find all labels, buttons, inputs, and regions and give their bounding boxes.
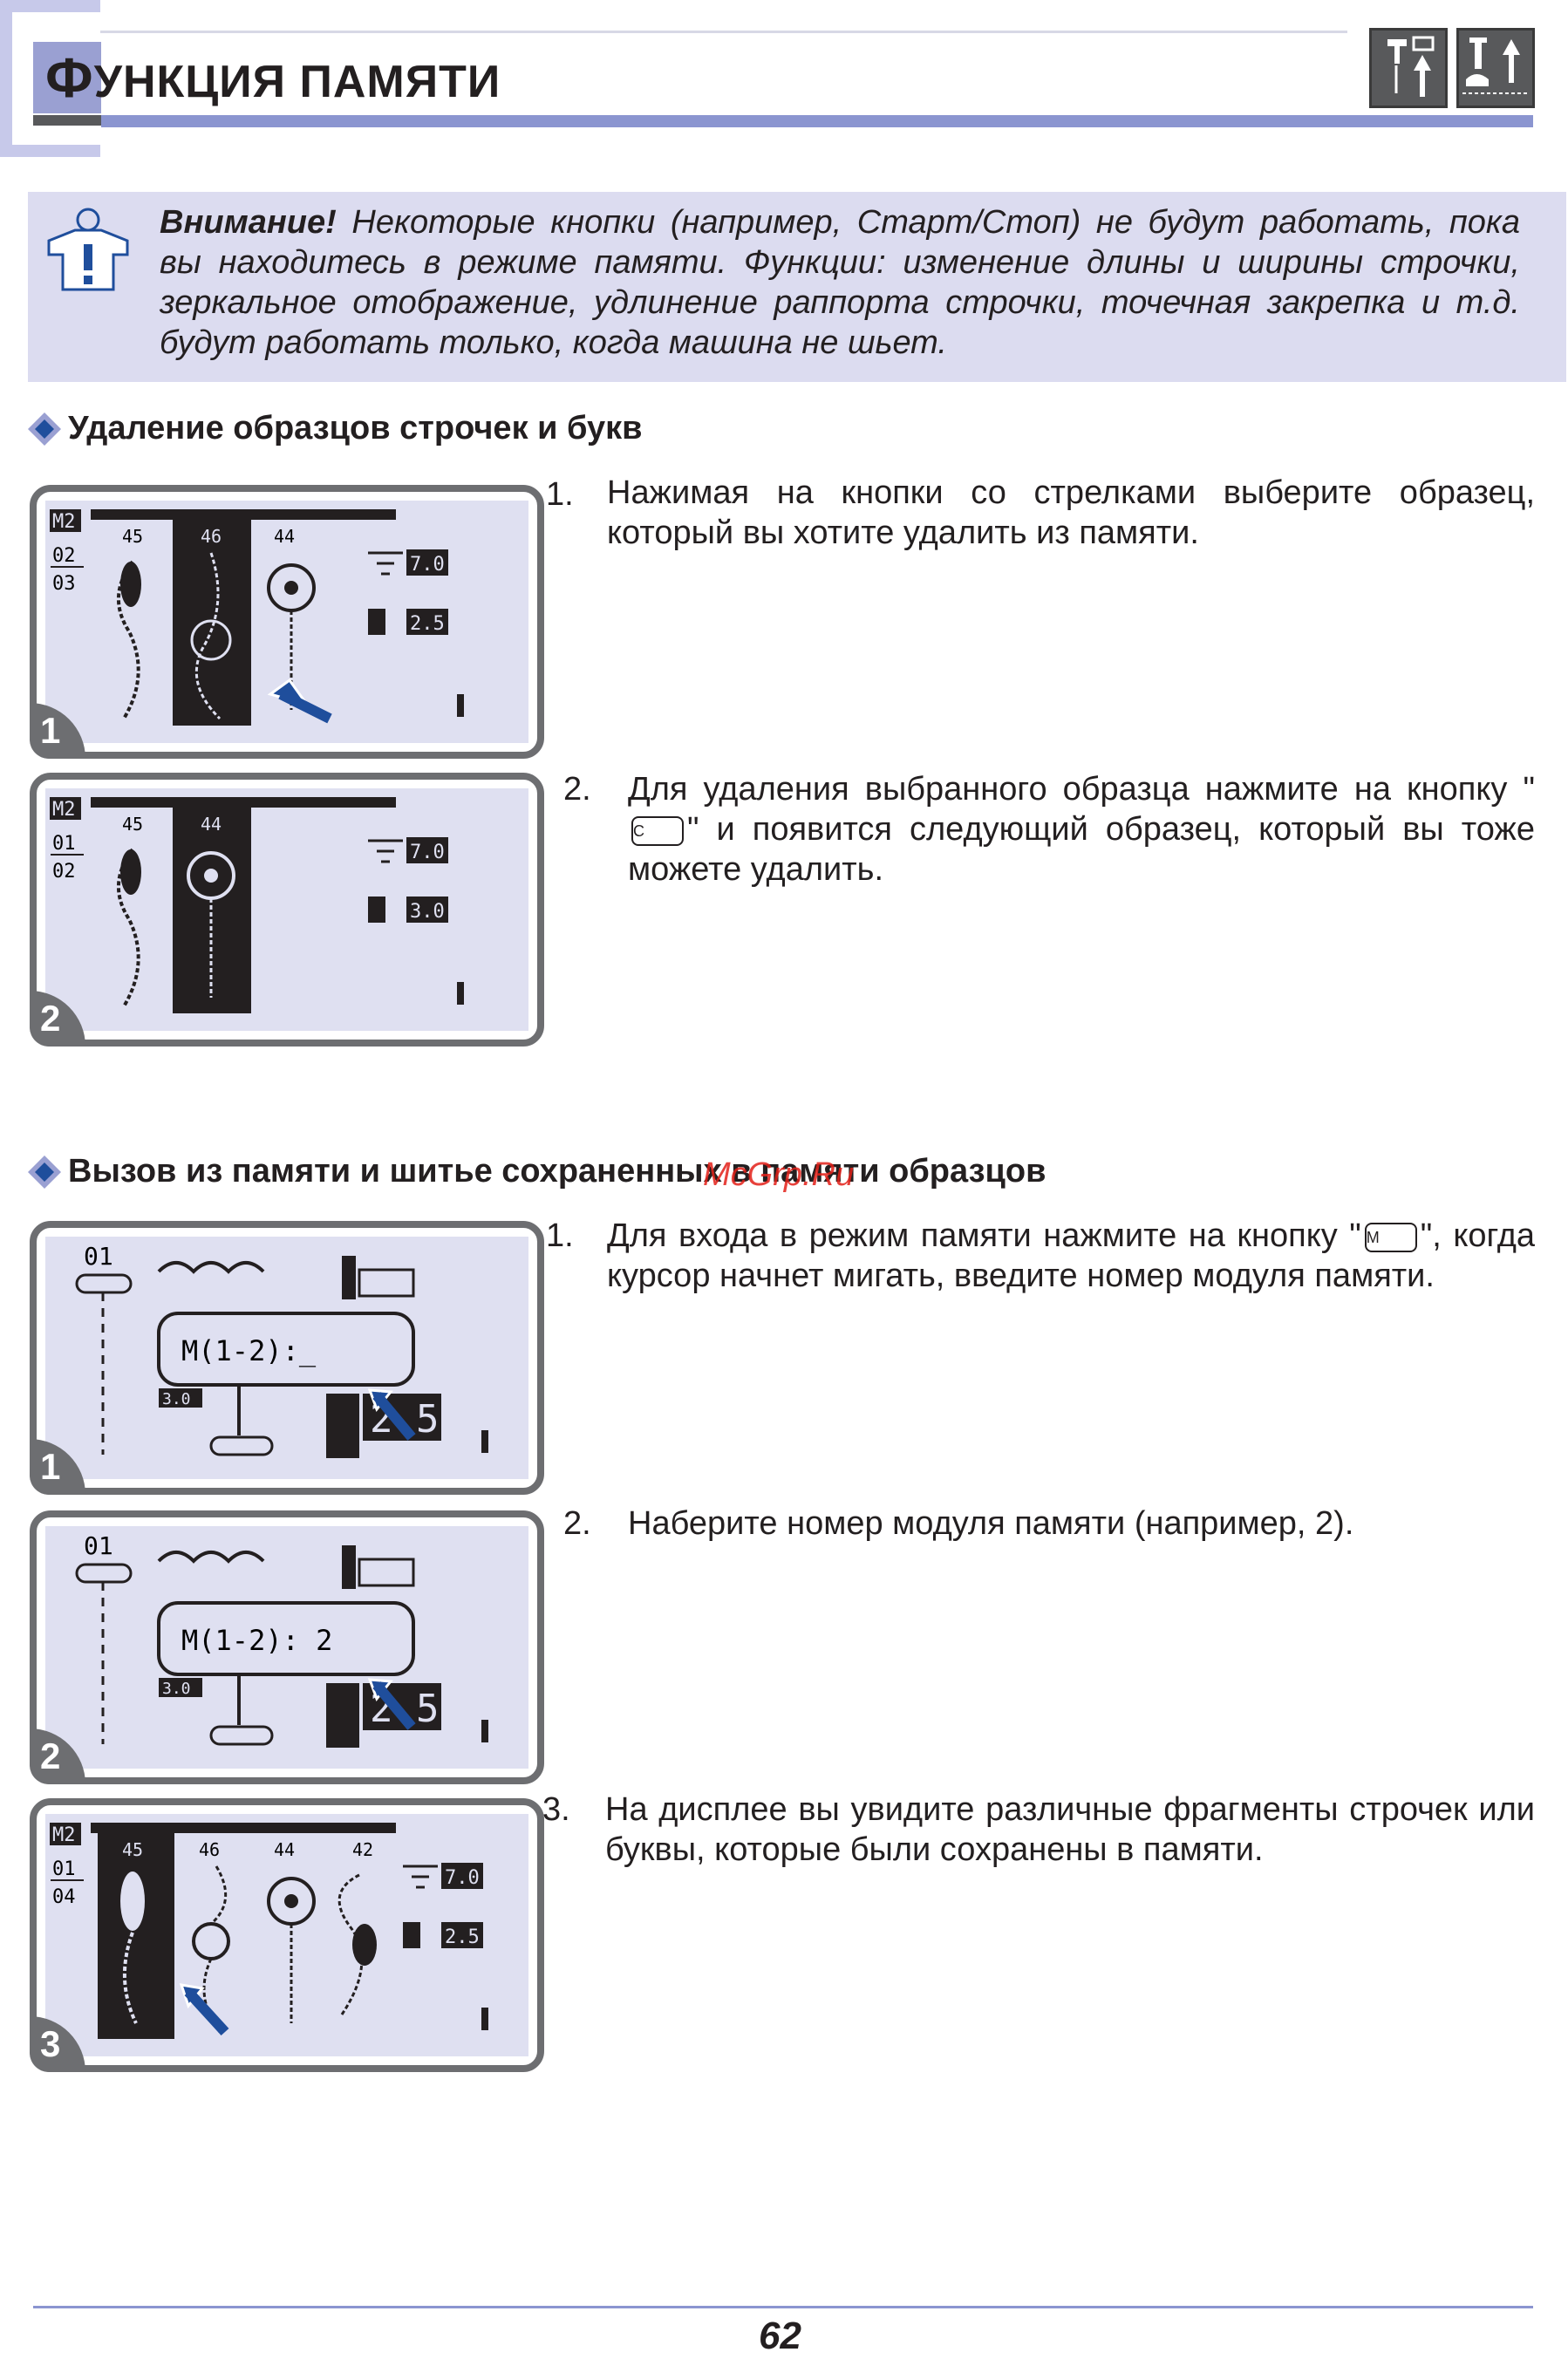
header-frame-top [0,0,100,12]
svg-text:7.0: 7.0 [445,1867,480,1889]
svg-text:01: 01 [52,1858,76,1880]
svg-text:M(1-2): 2: M(1-2): 2 [181,1624,332,1657]
svg-text:44: 44 [274,526,295,547]
header-rule [100,31,1347,33]
presser-foot-up-icon [1456,28,1535,108]
svg-text:M2: M2 [52,511,76,533]
needle-up-icon [1369,28,1448,108]
lcd-panel-delete-1: M2 02 03 45 46 44 7.0 2.5 1 [30,485,544,759]
notice-box [28,192,1566,382]
svg-text:M2: M2 [52,1824,76,1846]
lcd-screen: 01 M(1-2): 2 3.0 2.5 [75,1531,488,1748]
svg-text:45: 45 [122,814,143,835]
svg-text:44: 44 [201,814,222,835]
step-number: 2. [563,771,591,808]
svg-text:44: 44 [274,1839,295,1860]
step-text: Нажимая на кнопки со стрелками выберите … [607,474,1535,551]
c-button-icon: C [631,815,684,846]
step-text: Наберите номер модуля памяти (например, … [628,1505,1354,1542]
svg-text:01: 01 [52,833,76,855]
step-number: 2. [563,1505,591,1542]
notice-text: Внимание! Некоторые кнопки (например, Ст… [160,204,1520,361]
page-title: ФУНКЦИЯ ПАМЯТИ [45,46,501,109]
svg-text:42: 42 [352,1839,373,1860]
svg-text:45: 45 [122,526,143,547]
step-number: 3. [542,1791,570,1828]
m-button-icon: M [1364,1222,1417,1252]
svg-text:3.0: 3.0 [162,1680,191,1698]
header-bar-dark [33,115,101,126]
header-bar-blue [101,115,1533,127]
svg-text:04: 04 [52,1886,76,1908]
svg-text:01: 01 [84,1531,113,1560]
svg-text:M2: M2 [52,799,76,821]
lcd-panel-recall-1: 01 M(1-2):_ 3.0 2.5 1 [30,1221,544,1495]
lcd-panel-recall-3: M2 01 04 45 46 44 42 7.0 2.5 [30,1798,544,2072]
diamond-bullet-icon [28,412,61,446]
watermark: McGrp.Ru [703,1156,855,1193]
svg-text:2.5: 2.5 [445,1926,480,1948]
lcd-panel-delete-2: M2 01 02 45 44 7.0 3.0 2 [30,773,544,1047]
title-letter-box [33,42,101,113]
step-text: На дисплее вы увидите различные фрагмент… [605,1791,1535,1868]
lcd-screen: 01 M(1-2):_ 3.0 2.5 [75,1242,488,1458]
svg-text:46: 46 [201,526,222,547]
page-number: 62 [759,2315,801,2357]
svg-text:46: 46 [199,1839,220,1860]
footer-rule [33,2306,1533,2308]
attention-shirt-icon [45,206,131,293]
lcd-panel-recall-2: 01 M(1-2): 2 3.0 2.5 2 [30,1510,544,1784]
svg-text:02: 02 [52,861,76,883]
header-frame-left [0,0,12,157]
lcd-screen: M2 01 02 45 44 7.0 3.0 [50,797,464,1013]
svg-text:7.0: 7.0 [410,554,445,576]
step-number: 1. [546,476,574,513]
svg-text:45: 45 [122,1839,143,1860]
lcd-screen: M2 02 03 45 46 44 7.0 2.5 [50,509,464,726]
section-heading-delete: Удаление образцов строчек и букв [26,410,643,447]
figure-badge: 1 [30,1439,85,1495]
step-text: Для входа в режим памяти нажмите на кноп… [607,1217,1536,1294]
svg-text:01: 01 [84,1242,113,1271]
step-text: Для удаления выбранного образца нажмите … [628,771,1535,888]
header-frame-bottom [0,145,100,157]
svg-text:3.0: 3.0 [162,1390,191,1408]
svg-text:3.0: 3.0 [410,901,445,923]
svg-text:2.5: 2.5 [410,613,445,635]
diamond-bullet-icon [28,1155,61,1189]
svg-text:M(1-2):_: M(1-2):_ [181,1334,317,1367]
lcd-screen: M2 01 04 45 46 44 42 7.0 2.5 [50,1823,488,2039]
step-number: 1. [546,1217,574,1254]
svg-text:02: 02 [52,545,76,567]
svg-text:7.0: 7.0 [410,842,445,863]
svg-text:03: 03 [52,573,76,595]
section-heading-recall: Вызов из памяти и шитье сохраненных в па… [26,1153,1046,1190]
